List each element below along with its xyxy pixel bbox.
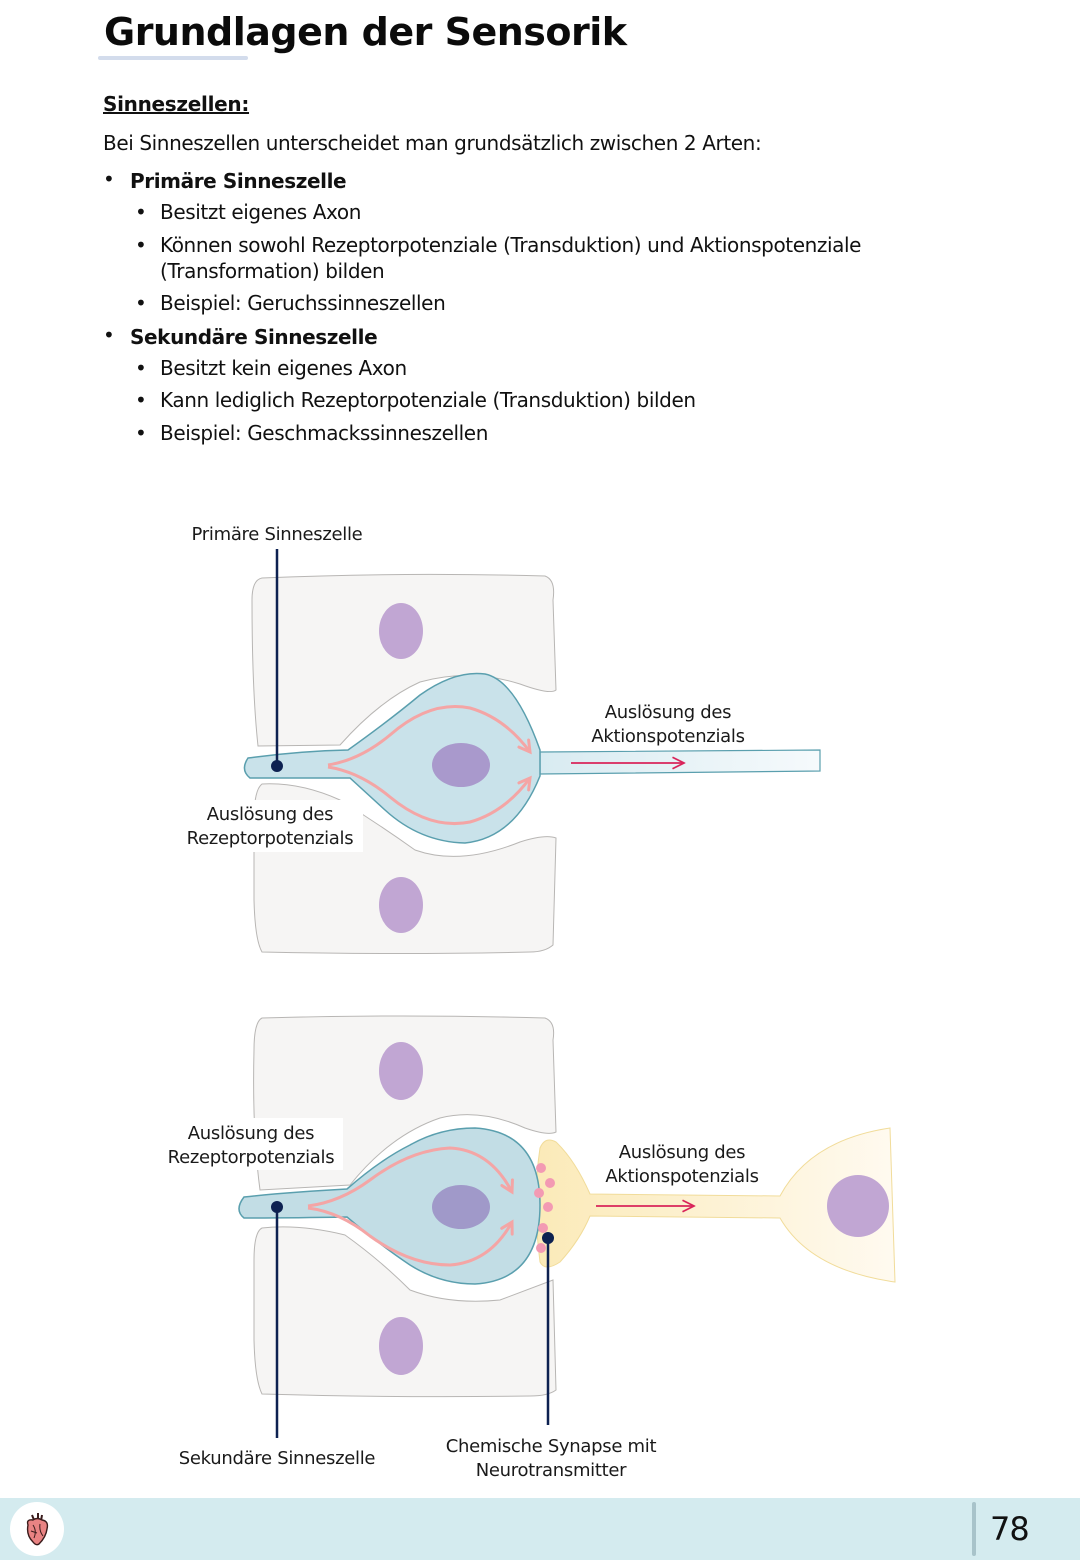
bullet: • — [135, 232, 147, 257]
label-line: Auslösung des — [207, 804, 333, 825]
vesicle — [543, 1202, 553, 1212]
label-line: Rezeptorpotenzials — [168, 1147, 335, 1168]
flow-arrow-upper — [307, 1146, 514, 1208]
list-item-primary: • Primäre Sinneszelle • Besitzt eigenes A… — [103, 167, 920, 316]
bullet: • — [135, 355, 147, 380]
label-line: Rezeptorpotenzials — [187, 828, 354, 849]
nucleus — [432, 1185, 490, 1229]
title-underline — [98, 56, 248, 60]
nucleus — [827, 1175, 889, 1237]
label-line: Aktionspotenzials — [591, 726, 744, 747]
page-title: Grundlagen der Sensorik — [104, 10, 627, 54]
nucleus — [432, 743, 490, 787]
vesicle — [534, 1188, 544, 1198]
point-text: Besitzt kein eigenes Axon — [160, 355, 407, 380]
intro-text: Bei Sinneszellen unterscheidet man grund… — [103, 131, 762, 155]
list-item: • Können sowohl Rezeptorpotenziale (Trans… — [130, 232, 920, 284]
nucleus — [379, 603, 423, 659]
page-number: 78 — [990, 1510, 1030, 1548]
nucleus — [379, 877, 423, 933]
label-line: Chemische Synapse mit — [446, 1436, 657, 1457]
sub-list: • Besitzt eigenes Axon • Können sowohl Rez… — [130, 199, 920, 316]
vesicle — [545, 1178, 555, 1188]
list-item: • Kann lediglich Rezeptorpotenziale (Tran… — [130, 387, 920, 413]
bullet: • — [135, 291, 147, 315]
bullet: • — [135, 388, 147, 412]
sub-list: • Besitzt kein eigenes Axon • Kann ledigli… — [130, 355, 920, 446]
label-line: Auslösung des — [619, 1142, 745, 1163]
label-line: Auslösung des — [605, 702, 731, 723]
type-name: Sekundäre Sinneszelle — [130, 324, 378, 349]
support-cell-bottom — [253, 1226, 557, 1398]
pointer-dot — [542, 1232, 554, 1244]
bullet: • — [103, 322, 115, 347]
pointer-dot — [271, 1201, 283, 1213]
label-line: Neurotransmitter — [476, 1460, 627, 1481]
primary-cell-label: Primäre Sinneszelle — [192, 524, 363, 545]
label-line: Aktionspotenzials — [605, 1166, 758, 1187]
page-number-separator — [972, 1502, 976, 1556]
list-item: • Beispiel: Geschmackssinneszellen — [130, 420, 920, 446]
axon — [539, 749, 821, 775]
vesicle — [538, 1223, 548, 1233]
nucleus — [379, 1042, 423, 1100]
sensory-cell-body — [243, 672, 541, 844]
list-item: • Beispiel: Geruchssinneszellen — [130, 290, 920, 316]
list-item: • Besitzt eigenes Axon — [130, 199, 920, 225]
label-line: Auslösung des — [188, 1123, 314, 1144]
cell-types-list: • Primäre Sinneszelle • Besitzt eigenes A… — [103, 167, 920, 452]
flow-arrow-lower — [307, 1206, 514, 1267]
bullet: • — [103, 167, 115, 191]
point-text: Kann lediglich Rezeptorpotenziale (Trans… — [160, 388, 696, 412]
page-footer: 78 — [0, 1498, 1080, 1560]
point-text: Können sowohl Rezeptorpotenziale (Transd… — [160, 232, 862, 283]
type-name: Primäre Sinneszelle — [130, 169, 347, 193]
section-heading: Sinneszellen: — [103, 92, 250, 116]
point-text: Besitzt eigenes Axon — [160, 200, 361, 224]
neurotransmitter-vesicles — [534, 1163, 555, 1253]
vesicle — [536, 1163, 546, 1173]
bullet: • — [135, 200, 147, 224]
sensory-cell-body — [238, 1127, 541, 1285]
flow-arrow-upper — [327, 705, 532, 767]
secondary-cell-label: Sekundäre Sinneszelle — [179, 1448, 376, 1469]
nucleus — [379, 1317, 423, 1375]
point-text: Beispiel: Geschmackssinneszellen — [160, 420, 488, 445]
list-item-secondary: • Sekundäre Sinneszelle • Besitzt kein ei… — [103, 323, 920, 446]
vesicle — [536, 1243, 546, 1253]
footer-logo — [10, 1502, 64, 1556]
afferent-neuron — [535, 1127, 896, 1283]
bullet: • — [135, 420, 147, 445]
heart-anatomy-icon — [26, 1513, 49, 1546]
pointer-dot — [271, 760, 283, 772]
flow-arrow-lower — [327, 765, 532, 826]
point-text: Beispiel: Geruchssinneszellen — [160, 291, 446, 315]
list-item: • Besitzt kein eigenes Axon — [130, 355, 920, 381]
